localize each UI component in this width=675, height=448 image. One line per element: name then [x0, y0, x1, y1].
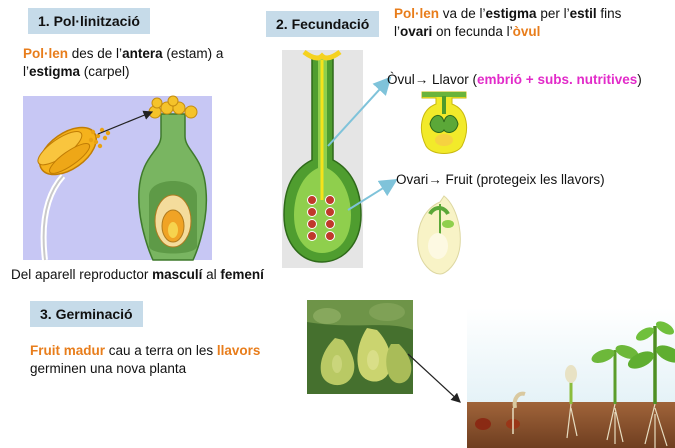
step3-description: Fruit madur cau a terra on les llavors g…	[30, 342, 260, 378]
pollen-word: Pol·len	[394, 6, 440, 21]
step3-title-text: 3. Germinació	[40, 306, 133, 322]
ripe-fruit-word: Fruit madur	[30, 343, 106, 358]
pears-image	[307, 300, 413, 394]
desc-text: (carpel)	[80, 64, 130, 79]
desc-text: l’	[394, 24, 400, 39]
stamen-drawing	[37, 126, 111, 261]
paren-close: )	[637, 72, 642, 87]
pistil-drawing	[138, 95, 208, 261]
desc-text: per l’	[536, 6, 570, 21]
step1-description: Pol·len des de l’antera (estam) a l’esti…	[23, 45, 223, 81]
fruit-to-germination-arrow	[407, 353, 461, 403]
desc-text: germinen una nova planta	[30, 361, 187, 376]
desc-text: l’	[23, 64, 29, 79]
step2-title-text: 2. Fecundació	[276, 16, 370, 32]
step3-title: 3. Germinació	[30, 301, 143, 327]
desc-text: va de l’	[439, 6, 486, 21]
pollen-word: Pol·len	[23, 46, 69, 61]
desc-text: des de l’	[68, 46, 123, 61]
caption-text: al	[202, 267, 221, 282]
ovary-to-fruit-line: Ovari→ Fruit (protegeix les llavors)	[396, 171, 605, 189]
desc-text: on fecunda l’	[432, 24, 513, 39]
step1-title-text: 1. Pol·linització	[38, 13, 140, 29]
step1-caption: Del aparell reproductor masculí al femen…	[11, 266, 264, 284]
pollen-transfer-arrow	[97, 110, 154, 135]
seeds-word: llavors	[216, 343, 261, 358]
stamen-illustration	[23, 96, 133, 261]
stigma-word: estigma	[29, 64, 81, 79]
ovary-label: Ovari	[396, 172, 429, 187]
germination-image	[467, 308, 675, 448]
step2-title: 2. Fecundació	[266, 11, 380, 37]
seed-icon	[420, 91, 468, 154]
style-word: estil	[569, 6, 597, 21]
stigma-word: estigma	[485, 6, 537, 21]
fruit-label: → Fruit (protegeix les llavors)	[428, 172, 605, 187]
step2-description: Pol·len va de l’estigma per l’estil fins…	[394, 5, 621, 41]
seed-label: → Llavor (	[414, 72, 478, 87]
desc-text: (estam) a	[162, 46, 224, 61]
fertilization-arrows	[327, 76, 398, 211]
pears-photo	[307, 300, 413, 394]
fertilization-illustration	[282, 49, 363, 268]
pistil-illustration	[133, 95, 212, 261]
anther-word: antera	[122, 46, 163, 61]
ovary-drawing	[283, 49, 362, 263]
ovule-label: Òvul	[387, 72, 415, 87]
ovule-to-seed-line: Òvul→ Llavor (embrió + subs. nutritives)	[387, 71, 642, 89]
ovary-word: ovari	[400, 24, 433, 39]
step1-title: 1. Pol·linització	[28, 8, 150, 34]
female-word: femení	[220, 267, 264, 282]
fruit-icon	[417, 195, 461, 275]
male-word: masculí	[152, 267, 203, 282]
caption-text: Del aparell reproductor	[11, 267, 153, 282]
embryo-nutrients-label: embrió + subs. nutritives	[477, 72, 638, 87]
germination-illustration	[467, 308, 675, 448]
desc-text: cau a terra on les	[105, 343, 217, 358]
desc-text: fins	[596, 6, 622, 21]
ovule-word: òvul	[512, 24, 541, 39]
